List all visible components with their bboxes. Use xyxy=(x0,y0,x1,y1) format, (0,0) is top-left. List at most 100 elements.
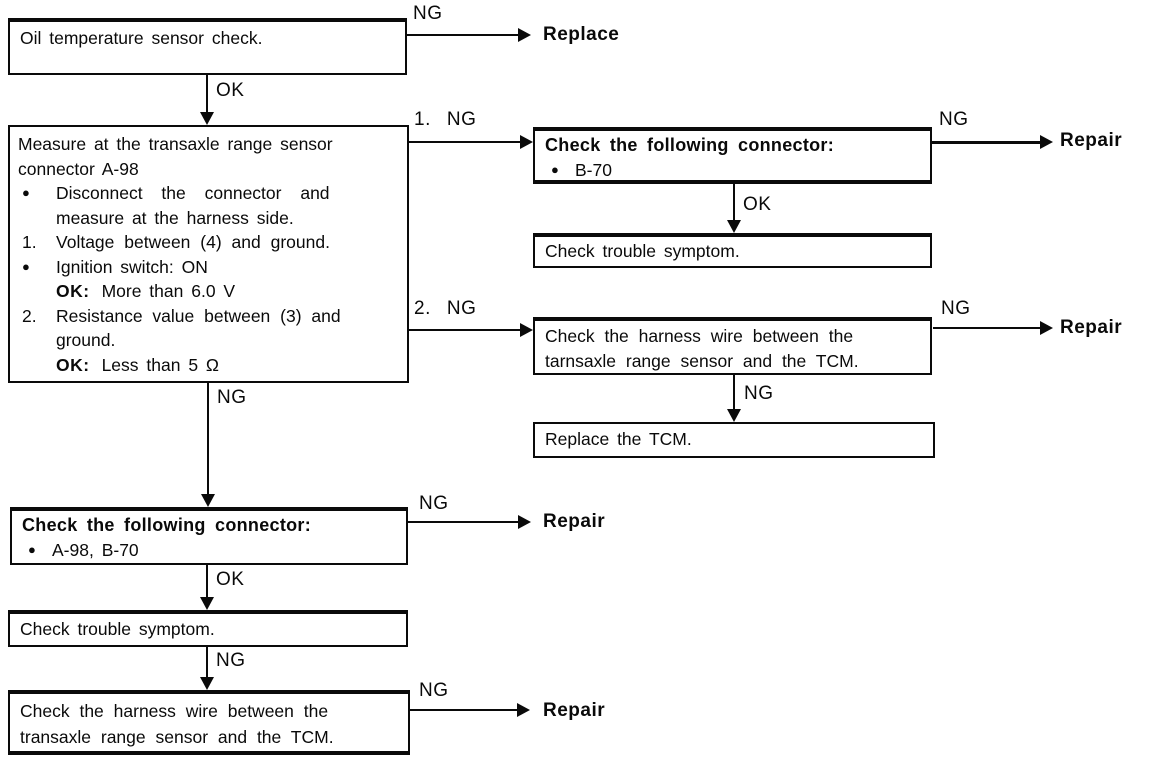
ok-label: OK: xyxy=(56,354,90,375)
edge-label-ok: OK xyxy=(216,569,245,590)
edge-label-ng: NG xyxy=(413,3,443,24)
edge-label-ng: NG xyxy=(419,680,449,701)
edge-label-ng: NG xyxy=(216,650,246,671)
connector-id: A-98, B-70 xyxy=(52,539,139,560)
connector-id: B-70 xyxy=(575,159,612,180)
arrow-right-icon xyxy=(1040,321,1053,335)
numbered-item-2: 2. Resistance value between (3) and grou… xyxy=(18,304,399,353)
node-text: Oil temperature sensor check. xyxy=(20,28,263,48)
node-text-line: Check the harness wire between the xyxy=(20,701,329,721)
ok-criteria-1: OK: More than 6.0 V xyxy=(18,279,399,304)
ok-criteria-2: OK: Less than 5 Ω xyxy=(18,353,399,378)
node-text: Check trouble symptom. xyxy=(545,241,740,261)
arrow-line xyxy=(409,329,522,331)
node-title-line: connector A-98 xyxy=(18,158,139,179)
node-check-trouble-symptom-left: Check trouble symptom. xyxy=(8,610,408,647)
arrow-down-icon xyxy=(727,220,741,233)
node-oil-temp-sensor-check: Oil temperature sensor check. xyxy=(8,18,407,75)
edge-label-ng: NG xyxy=(939,109,969,130)
arrow-ng-to-repair-2 xyxy=(933,321,1053,335)
edge-label-ng: NG xyxy=(419,493,449,514)
node-text: Replace the TCM. xyxy=(545,429,692,449)
arrow-line xyxy=(932,141,1042,144)
arrow-line xyxy=(410,709,519,711)
arrow-line xyxy=(206,565,208,599)
ok-label: OK: xyxy=(56,281,90,301)
node-check-harness-wire-left: Check the harness wire between the trans… xyxy=(8,690,410,755)
node-heading: Check the following connector: xyxy=(22,515,312,535)
node-check-connector-a98-b70: Check the following connector: ● A-98, B… xyxy=(10,507,408,565)
arrow-1ng-to-connector xyxy=(409,135,533,149)
ok-value: Less than 5 Ω xyxy=(101,354,220,375)
item-text: ground. xyxy=(56,330,116,350)
arrow-ng-to-replace xyxy=(407,28,531,42)
arrow-down-icon xyxy=(201,494,215,507)
node-check-trouble-symptom-right: Check trouble symptom. xyxy=(533,233,932,268)
item-text: Voltage between (4) and ground. xyxy=(56,232,330,252)
arrow-line xyxy=(933,327,1042,329)
arrow-ng-to-repair-4 xyxy=(410,703,530,717)
edge-label-ng: NG xyxy=(941,298,971,319)
arrow-right-icon xyxy=(518,28,531,42)
arrow-right-icon xyxy=(517,703,530,717)
arrow-ok-down-left xyxy=(200,565,214,610)
arrow-right-icon xyxy=(1040,135,1053,149)
node-check-harness-wire-right: Check the harness wire between the tarns… xyxy=(533,317,932,375)
arrow-2ng-to-harness xyxy=(409,323,533,337)
bullet-item: ● Disconnect the connector and measure a… xyxy=(18,181,399,230)
arrow-line xyxy=(733,375,735,411)
bullet-text: Ignition switch: ON xyxy=(56,256,208,277)
arrow-ng-down-long xyxy=(201,383,215,507)
arrow-line xyxy=(206,75,208,114)
arrow-line xyxy=(407,34,520,36)
node-heading: Check the following connector: xyxy=(545,135,835,155)
edge-label-2-ng: 2.NG xyxy=(414,298,477,319)
action-label-replace: Replace xyxy=(543,24,620,45)
action-label-repair: Repair xyxy=(543,700,606,721)
edge-label-1-ng: 1.NG xyxy=(414,109,477,130)
bullet-icon: ● xyxy=(551,161,559,177)
node-check-connector-b70: Check the following connector: ● B-70 xyxy=(533,127,932,184)
arrow-ng-to-repair-3 xyxy=(408,515,531,529)
bullet-icon: ● xyxy=(22,185,30,200)
arrow-line xyxy=(206,647,208,679)
node-text-line: tarnsaxle range sensor and the TCM. xyxy=(545,350,859,371)
action-label-repair: Repair xyxy=(1060,130,1123,151)
action-label-repair: Repair xyxy=(1060,317,1123,338)
bullet-item: ● Ignition switch: ON xyxy=(18,255,399,280)
arrow-ok-down-right xyxy=(727,184,741,233)
arrow-right-icon xyxy=(520,323,533,337)
arrow-ng-down-left xyxy=(200,647,214,690)
edge-label-ok: OK xyxy=(216,80,245,101)
edge-label-ng: NG xyxy=(217,387,247,408)
arrow-ng-down-right xyxy=(727,375,741,422)
node-text-line: Check the harness wire between the xyxy=(545,326,854,346)
bullet-icon: ● xyxy=(28,541,36,557)
ok-value: More than 6.0 V xyxy=(101,281,236,301)
node-text-line: transaxle range sensor and the TCM. xyxy=(20,727,334,747)
item-number: 2. xyxy=(22,305,37,326)
arrow-down-icon xyxy=(200,597,214,610)
bullet-text: measure at the harness side. xyxy=(56,207,294,228)
edge-label-ok: OK xyxy=(743,194,772,215)
node-measure-transaxle-range-sensor: Measure at the transaxle range sensor co… xyxy=(8,125,409,383)
action-label-repair: Repair xyxy=(543,511,606,532)
arrow-down-icon xyxy=(727,409,741,422)
arrow-line xyxy=(408,521,520,523)
node-title-line: Measure at the transaxle range sensor xyxy=(18,134,333,154)
arrow-down-icon xyxy=(200,112,214,125)
node-replace-tcm: Replace the TCM. xyxy=(533,422,935,458)
node-text: Check trouble symptom. xyxy=(20,619,215,639)
arrow-right-icon xyxy=(518,515,531,529)
item-number: 1. xyxy=(22,232,37,252)
arrow-right-icon xyxy=(520,135,533,149)
bullet-text: Disconnect the connector and xyxy=(56,183,330,203)
arrow-down-icon xyxy=(200,677,214,690)
numbered-item-1: 1. Voltage between (4) and ground. xyxy=(18,230,399,255)
bullet-icon: ● xyxy=(22,258,30,274)
arrow-ok-down-1 xyxy=(200,75,214,125)
arrow-line xyxy=(409,141,522,143)
arrow-line xyxy=(207,383,209,496)
arrow-line xyxy=(733,184,735,222)
